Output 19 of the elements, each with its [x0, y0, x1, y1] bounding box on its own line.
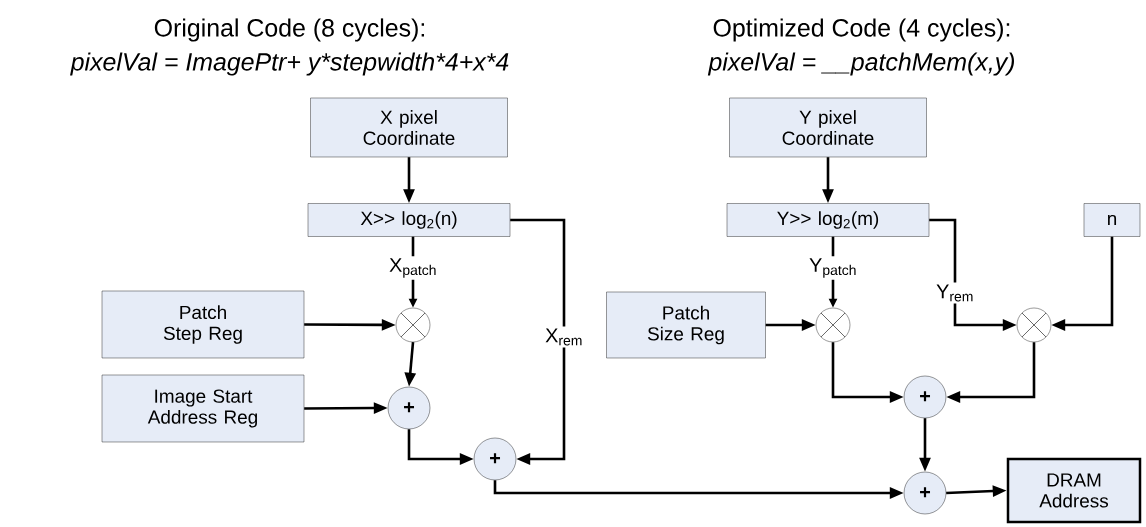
heading: Optimized Code (4 cycles): [713, 18, 1010, 42]
edge-label: Y$_{rem}$ [934, 282, 976, 304]
register-box: DRAM Address [1006, 457, 1142, 524]
register-box: X>> log$_{2}$(n) [307, 203, 511, 237]
multiplier-circle [815, 307, 851, 343]
multiplier-circle [1016, 307, 1052, 343]
register-box: Patch Step Reg [101, 290, 305, 359]
register-box: n [1083, 203, 1141, 237]
register-box: Y pixel Coordinate [729, 97, 927, 158]
edge-label: Y$_{patch}$ [807, 256, 859, 280]
register-box: Patch Size Reg [606, 291, 766, 359]
multiplier-circle [395, 307, 431, 343]
register-box: Y>> log$_{2}$(m) [726, 203, 930, 237]
edge-label: X$_{rem}$ [543, 326, 585, 348]
register-box: Image Start Address Reg [101, 374, 305, 443]
register-box: X pixel Coordinate [310, 97, 508, 158]
edge-label: X$_{patch}$ [387, 256, 439, 280]
arrow [510, 218, 566, 465]
heading: Original Code (8 cycles): [154, 18, 424, 42]
